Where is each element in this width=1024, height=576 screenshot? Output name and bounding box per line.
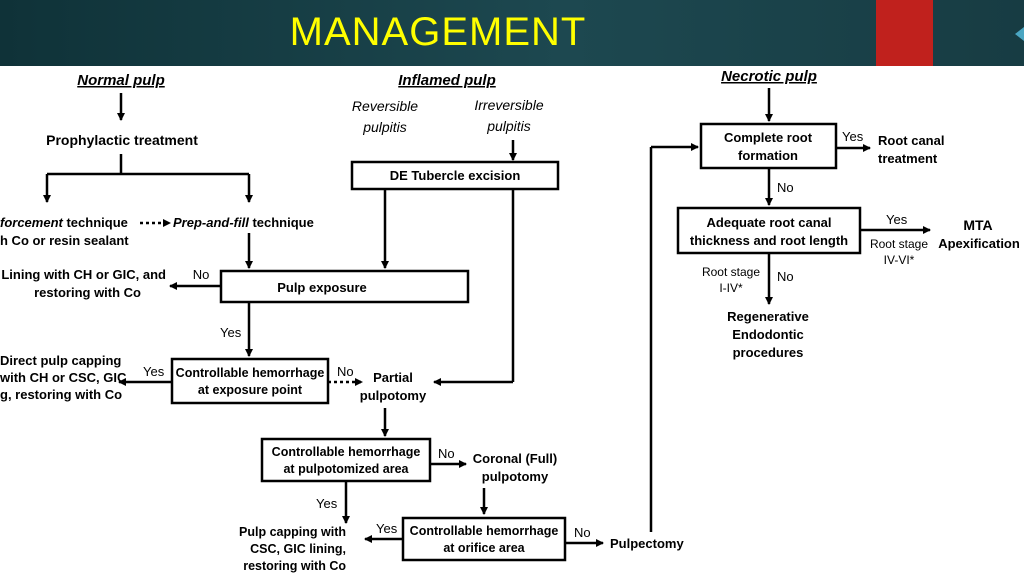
coronal-pulpotomy-line-2: pulpotomy xyxy=(482,469,549,484)
hemorrhage-exposure-box xyxy=(170,357,330,405)
necrotic-pulp-heading: Necrotic pulp xyxy=(721,68,817,85)
pulp-capping-line-3: restoring with Co xyxy=(243,559,346,573)
irreversible-label-2: pulpitis xyxy=(486,118,531,134)
hemorrhage-pulpotomized-line-1: Controllable hemorrhage xyxy=(272,445,421,459)
root-stage-iv-vi-line-1: Root stage xyxy=(870,237,928,251)
adequate-box xyxy=(676,206,862,255)
reversible-label-1: Reversible xyxy=(352,98,418,114)
header-red-block xyxy=(876,0,933,66)
normal-pulp-heading: Normal pulp xyxy=(77,72,165,89)
edge-yes-pulp-capping: Yes xyxy=(316,496,338,511)
edge-yes-mta: Yes xyxy=(886,212,908,227)
de-tubercle-label: DE Tubercle excision xyxy=(390,168,521,183)
pulp-exposure-label: Pulp exposure xyxy=(277,280,367,295)
prophylactic-treatment: Prophylactic treatment xyxy=(46,132,198,148)
hemorrhage-exposure-line-1: Controllable hemorrhage xyxy=(176,366,325,380)
complete-root-line-1: Complete root xyxy=(724,130,813,145)
complete-root-line-2: formation xyxy=(738,148,798,163)
slide-header xyxy=(0,0,1024,66)
reinforcement-technique: forcement technique xyxy=(0,215,128,230)
edge-yes-exposure: Yes xyxy=(220,325,242,340)
edge-yes-direct-capping: Yes xyxy=(143,364,165,379)
adequate-line-2: thickness and root length xyxy=(690,233,848,248)
lining-line-1: Lining with CH or GIC, and xyxy=(1,267,166,282)
pulp-capping-line-1: Pulp capping with xyxy=(239,525,346,539)
regenerative-line-1: Regenerative xyxy=(727,309,809,324)
partial-pulpotomy-line-1: Partial xyxy=(373,370,413,385)
direct-capping-line-3: g, restoring with Co xyxy=(0,387,122,402)
edge-yes-root-canal: Yes xyxy=(842,129,864,144)
direct-capping-line-2: with CH or CSC, GIC xyxy=(0,370,127,385)
edge-yes-orifice: Yes xyxy=(376,521,398,536)
prep-and-fill-technique: Prep-and-fill technique xyxy=(173,215,314,230)
pulp-capping-line-2: CSC, GIC lining, xyxy=(250,542,346,556)
de-tubercle-box xyxy=(350,160,560,191)
mta-label: MTA xyxy=(963,217,992,233)
partial-pulpotomy-line-2: pulpotomy xyxy=(360,388,427,403)
management-flowchart: Normal pulp Inflamed pulp Necrotic pulp … xyxy=(0,68,1020,573)
inflamed-pulp-heading: Inflamed pulp xyxy=(398,72,496,89)
root-canal-treatment-line-1: Root canal xyxy=(878,133,944,148)
root-stage-iv-vi-line-2: IV-VI* xyxy=(884,253,915,267)
slide-title: MANAGEMENT xyxy=(289,10,587,54)
edge-no-coronal: No xyxy=(438,446,455,461)
edge-no-regenerative: No xyxy=(777,269,794,284)
edge-no-lining: No xyxy=(193,267,210,282)
hemorrhage-exposure-line-2: at exposure point xyxy=(198,383,303,397)
pulpectomy-label: Pulpectomy xyxy=(610,536,684,551)
apexification-label: Apexification xyxy=(938,236,1020,251)
reinforcement-technique-line2: h Co or resin sealant xyxy=(0,233,129,248)
root-stage-i-iv-line-2: I-IV* xyxy=(719,281,743,295)
lining-line-2: restoring with Co xyxy=(34,285,141,300)
regenerative-line-2: Endodontic xyxy=(732,327,804,342)
complete-root-box xyxy=(699,122,838,170)
root-stage-i-iv-line-1: Root stage xyxy=(702,265,760,279)
edge-no-adequate: No xyxy=(777,180,794,195)
root-canal-treatment-line-2: treatment xyxy=(878,151,938,166)
direct-capping-line-1: Direct pulp capping xyxy=(0,353,121,368)
hemorrhage-orifice-line-2: at orifice area xyxy=(443,541,525,555)
coronal-pulpotomy-line-1: Coronal (Full) xyxy=(473,451,558,466)
edge-no-pulpectomy: No xyxy=(574,525,591,540)
irreversible-label-1: Irreversible xyxy=(474,97,543,113)
hemorrhage-orifice-line-1: Controllable hemorrhage xyxy=(410,524,559,538)
edge-no-partial: No xyxy=(337,364,354,379)
hemorrhage-pulpotomized-line-2: at pulpotomized area xyxy=(283,462,409,476)
adequate-line-1: Adequate root canal xyxy=(707,215,832,230)
regenerative-line-3: procedures xyxy=(733,345,804,360)
reversible-label-2: pulpitis xyxy=(362,119,407,135)
header-arrow-icon xyxy=(1015,27,1024,41)
